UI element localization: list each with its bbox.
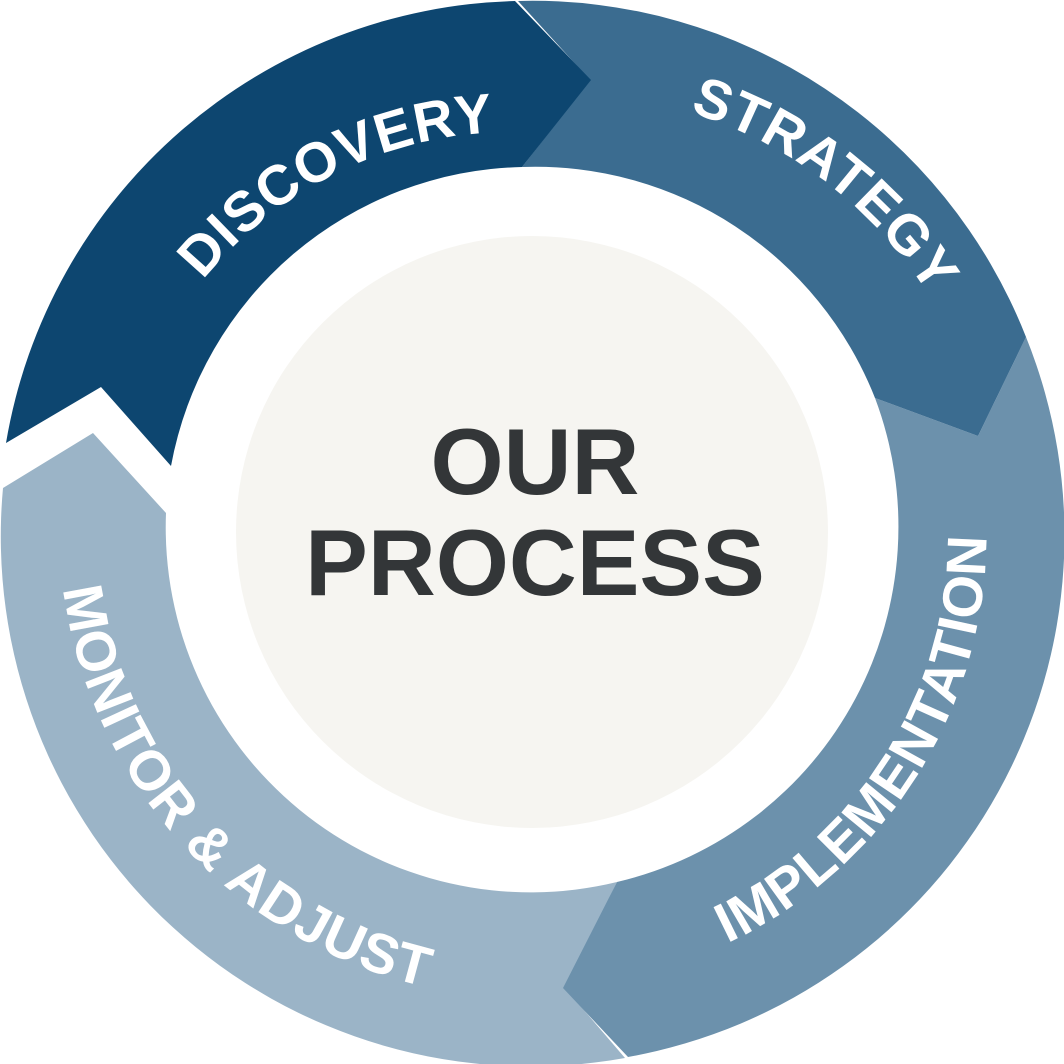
center-title-line1: OUR (431, 409, 640, 514)
stage-segment-strategy (518, 0, 1026, 437)
stage-segment-discovery (6, 1, 591, 466)
stage-segment-monitor-adjust (0, 433, 625, 1064)
center-circle (236, 236, 828, 828)
center-title-line2: PROCESS (305, 510, 765, 615)
stage-segment-implementation (563, 337, 1064, 1057)
